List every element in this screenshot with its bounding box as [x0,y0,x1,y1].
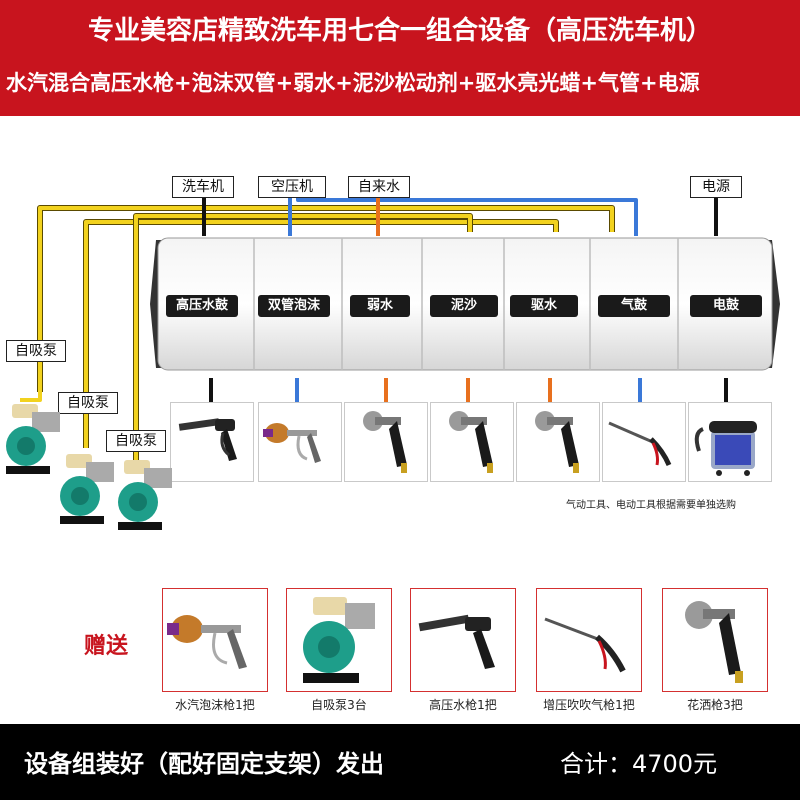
vacuum-cleaner-icon [694,421,757,476]
spray-nozzle-icon [685,601,743,683]
tool-spray-nozzle-3 [516,402,600,482]
pump-label-3: 自吸泵 [106,430,166,452]
drum-label-weak-water: 弱水 [350,295,410,317]
pump-icon [118,460,172,530]
drum-label-power: 电鼓 [690,295,762,317]
drum-label-water-repel: 驱水 [510,295,578,317]
gift-item-spray-nozzle [662,588,768,692]
pump-label-1: 自吸泵 [6,340,66,362]
drum-label-air: 气鼓 [598,295,670,317]
gift-caption-high-pressure-gun: 高压水枪1把 [429,698,497,712]
footer-shipping-note: 设备组装好（配好固定支架）发出 [24,750,384,778]
tool-high-pressure-gun [170,402,254,482]
tool-vacuum-cleaner [688,402,772,482]
spray-nozzle-icon [363,411,407,473]
source-label-compressor: 空压机 [258,176,326,198]
tool-air-blow-gun [602,402,686,482]
gift-label: 赠送 [84,634,129,659]
gift-caption-pump: 自吸泵3台 [311,698,367,712]
spray-nozzle-icon [535,411,579,473]
source-label-power: 电源 [690,176,742,198]
pump-label-2: 自吸泵 [58,392,118,414]
gift-item-foam-gun [162,588,268,692]
gift-item-high-pressure-gun [410,588,516,692]
drum-label-double-foam: 双管泡沫 [258,295,330,317]
air-blow-gun-icon [544,617,626,673]
air-blow-gun-icon [608,421,672,467]
gift-caption-foam-gun: 水汽泡沫枪1把 [175,698,255,712]
page-title: 专业美容店精致洗车用七合一组合设备（高压洗车机） [0,0,800,62]
foam-gun-icon [263,423,321,463]
drum-label-high-pressure: 高压水鼓 [166,295,238,317]
high-pressure-gun-icon [418,614,495,669]
foam-gun-icon [167,615,247,669]
footer-total-price: 合计：4700元 [560,750,718,778]
spray-nozzle-icon [449,411,493,473]
tools-note: 气动工具、电动工具根据需要单独选购 [566,500,736,511]
drum-label-mud: 泥沙 [430,295,498,317]
page-subtitle: 水汽混合高压水枪+泡沫双管+弱水+泥沙松动剂+驱水亮光蜡+气管+电源 [0,62,800,116]
gift-item-air-blow-gun [536,588,642,692]
pump-icon [60,454,114,524]
footer-bar: 设备组装好（配好固定支架）发出 合计：4700元 [0,724,800,800]
source-label-washer: 洗车机 [172,176,234,198]
tool-spray-nozzle-1 [344,402,428,482]
gift-caption-air-blow-gun: 增压吹吹气枪1把 [543,698,635,712]
high-pressure-gun-icon [178,418,237,461]
tool-foam-gun [258,402,342,482]
pump-icon [303,597,375,683]
pump-icon [6,404,60,474]
gift-caption-spray-nozzle: 花洒枪3把 [687,698,743,712]
gift-item-pump [286,588,392,692]
tool-spray-nozzle-2 [430,402,514,482]
source-label-tap-water: 自来水 [348,176,410,198]
